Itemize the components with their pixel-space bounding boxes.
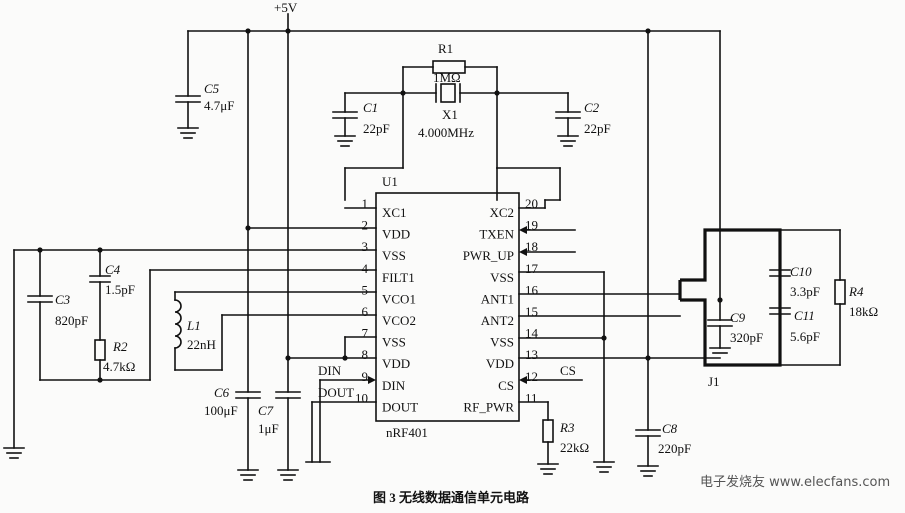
left-pin-name: DOUT: [382, 399, 418, 414]
c10-value: 3.3pF: [790, 284, 820, 299]
capacitor-c5: [175, 30, 201, 139]
supply-label: +5V: [274, 0, 298, 15]
c1-ref: C1: [363, 100, 378, 115]
right-pin-number: 11: [525, 390, 538, 405]
x1-ref: X1: [442, 107, 458, 122]
right-pin-number: 19: [525, 218, 538, 233]
right-pin-name: ANT1: [481, 291, 514, 306]
resistor-r3: [537, 401, 559, 475]
r4-ref: R4: [848, 284, 864, 299]
right-pin-name: VSS: [490, 335, 514, 350]
left-pin-number: 10: [355, 390, 368, 405]
c11-ref: C11: [794, 308, 815, 323]
r1-value: 1MΩ: [433, 70, 461, 85]
left-pin-name: VDD: [382, 227, 410, 242]
c4-value: 1.5pF: [105, 282, 135, 297]
r3-ref: R3: [559, 420, 575, 435]
c6-value: 100μF: [204, 403, 238, 418]
r1-ref: R1: [438, 41, 453, 56]
right-pin-number: 18: [525, 239, 538, 254]
left-pin-number: 8: [362, 347, 369, 362]
left-pin-number: 5: [362, 282, 369, 297]
left-pin-number: 2: [362, 218, 369, 233]
right-pin-name: CS: [498, 378, 514, 393]
left-pin-number: 3: [362, 239, 369, 254]
loop-filter: [3, 249, 151, 459]
c8-ref: C8: [662, 421, 678, 436]
l1-value: 22nH: [187, 337, 216, 352]
r3-value: 22kΩ: [560, 440, 589, 455]
cs-signal: CS: [560, 363, 576, 378]
left-pin-name: VCO1: [382, 291, 416, 306]
c5-value: 4.7μF: [204, 98, 234, 113]
c7-ref: C7: [258, 403, 274, 418]
c6-ref: C6: [214, 385, 230, 400]
right-pin-name: VSS: [490, 270, 514, 285]
din-signal: DIN: [318, 363, 342, 378]
r2-ref: R2: [112, 339, 128, 354]
antenna-connector-j1: [678, 228, 846, 367]
x1-value: 4.000MHz: [418, 125, 474, 140]
left-pin-name: FILT1: [382, 270, 415, 285]
watermark: 电子发烧友 www.elecfans.com: [700, 474, 890, 490]
right-pin-name: PWR_UP: [463, 248, 514, 263]
c4-ref: C4: [105, 262, 121, 277]
right-pin-name: VDD: [486, 356, 514, 371]
dout-signal: DOUT: [318, 385, 354, 400]
ic-part: nRF401: [386, 425, 428, 440]
left-pin-name: DIN: [382, 378, 406, 393]
decoupling-caps: [235, 227, 331, 481]
ic-pin-labels: 1XC12VDD3VSS4FILT15VCO16VCO27VSS8VDD9DIN…: [355, 196, 539, 414]
l1-ref: L1: [186, 318, 201, 333]
c2-value: 22pF: [584, 121, 611, 136]
right-pin-number: 12: [525, 369, 538, 384]
capacitor-c8: [593, 357, 661, 477]
c9-value: 320pF: [730, 330, 763, 345]
right-pin-name: XC2: [489, 205, 514, 220]
r4-value: 18kΩ: [849, 304, 878, 319]
right-pin-number: 17: [525, 261, 539, 276]
right-pin-number: 20: [525, 196, 538, 211]
supply-rail: [187, 13, 721, 361]
c2-ref: C2: [584, 100, 600, 115]
left-pin-name: XC1: [382, 205, 407, 220]
left-pin-name: VSS: [382, 248, 406, 263]
c1-value: 22pF: [363, 121, 390, 136]
right-pin-name: TXEN: [479, 227, 514, 242]
right-pin-number: 13: [525, 347, 538, 362]
figure-caption: 图 3 无线数据通信单元电路: [373, 490, 530, 505]
crystal-network: [332, 60, 581, 201]
j1-ref: J1: [708, 374, 720, 389]
left-pin-number: 1: [362, 196, 369, 211]
left-pin-number: 9: [362, 369, 369, 384]
c3-ref: C3: [55, 292, 71, 307]
left-pin-name: VDD: [382, 356, 410, 371]
c5-ref: C5: [204, 81, 220, 96]
right-pin-name: ANT2: [481, 313, 514, 328]
c3-value: 820pF: [55, 313, 88, 328]
left-pin-name: VSS: [382, 335, 406, 350]
c10-ref: C10: [790, 264, 812, 279]
c9-ref: C9: [730, 310, 746, 325]
r2-value: 4.7kΩ: [103, 359, 135, 374]
right-pin-number: 15: [525, 304, 538, 319]
right-pin-stubs: [518, 167, 721, 463]
ic-body: [375, 192, 520, 422]
c11-value: 5.6pF: [790, 329, 820, 344]
left-pin-number: 7: [362, 326, 369, 341]
left-pin-name: VCO2: [382, 313, 416, 328]
ic-ref: U1: [382, 174, 398, 189]
right-pin-name: RF_PWR: [463, 399, 514, 414]
inductor-l1: [174, 291, 223, 371]
right-pin-number: 16: [525, 282, 539, 297]
left-pin-number: 6: [362, 304, 369, 319]
c8-value: 220pF: [658, 441, 691, 456]
c7-value: 1μF: [258, 421, 279, 436]
right-pin-number: 14: [525, 326, 539, 341]
left-pin-number: 4: [362, 261, 369, 276]
